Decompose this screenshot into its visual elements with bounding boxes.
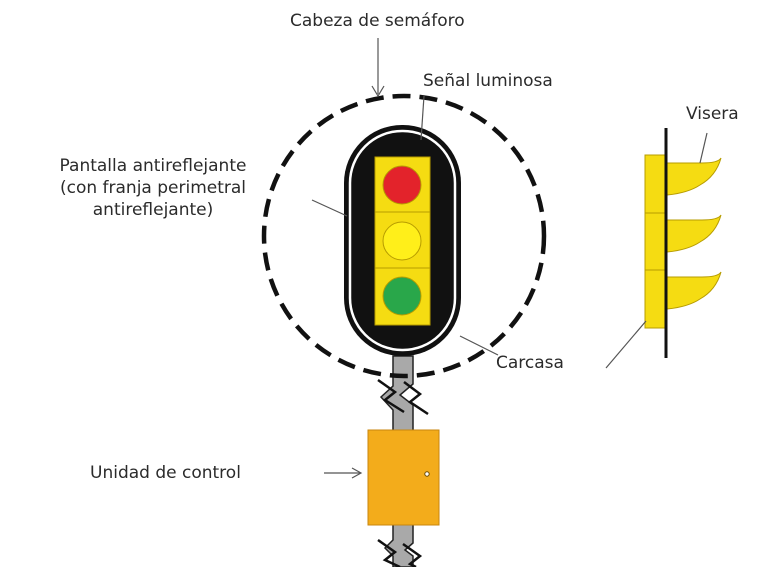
visor-top [666,157,722,196]
control-unit [367,429,440,526]
label-backplate-line-2: (con franja perimetral [59,178,247,198]
pole-break-line [402,542,423,567]
signal-leader-line [420,95,425,141]
side-housing [644,154,668,329]
label-backplate: Pantalla antireflejante (con franja peri… [8,155,298,221]
leader-lines [311,38,708,369]
label-control-unit: Unidad de control [90,463,241,483]
label-backplate-line-1: Pantalla antireflejante [59,156,247,176]
visor-bottom [666,271,722,310]
label-visor: Visera [686,104,739,124]
control-unit-lock [424,471,430,477]
lamp-red [382,165,422,205]
label-signal-light: Señal luminosa [423,71,553,91]
label-backplate-line-3: antireflejante) [92,200,214,220]
visor-middle [666,214,722,253]
pole-break-line [377,538,401,567]
backplate-leader-line [311,199,348,217]
lamp-green [382,276,422,316]
housing-leader-line [459,335,499,356]
signal-lamps [382,165,422,316]
head-leader-arrowhead [371,85,385,98]
signal-head [344,125,461,356]
side-view [644,128,722,358]
lamp-yellow [382,221,422,261]
label-housing: Carcasa [496,353,564,373]
side-housing-leader-line [605,320,647,369]
pole-break-line [403,381,429,416]
arrow-right-icon [324,467,363,479]
pole-lower-segment [383,523,414,567]
signal-head-boundary [261,93,547,379]
pole-break-line [377,378,405,414]
backplate-reflective-stripe [348,129,457,352]
label-signal-head: Cabeza de semáforo [290,11,465,31]
visor-leader-line [699,132,708,164]
control-unit-box [367,429,440,526]
